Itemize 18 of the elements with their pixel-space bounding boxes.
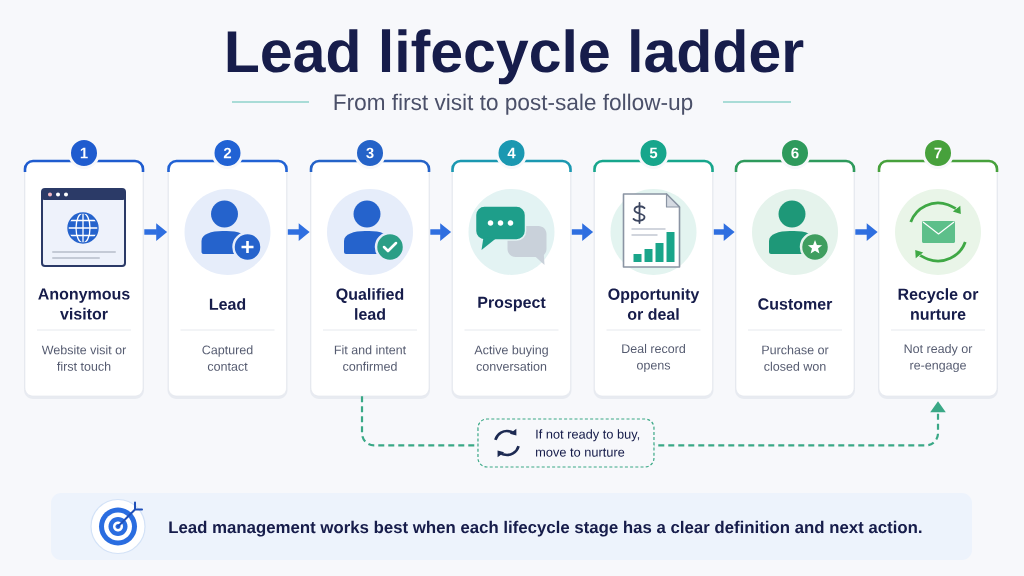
stage-title: Anonymous visitor — [38, 288, 130, 320]
stage-title: Recycle or nurture — [898, 288, 979, 320]
stage-title: Lead — [209, 298, 246, 310]
stage-title: Qualified lead — [336, 288, 404, 320]
title: Lead lifecycle ladder — [227, 29, 804, 85]
stage-description: Deal record opens — [622, 343, 685, 373]
edge-label: If not ready to buy, move to nurture — [477, 418, 655, 468]
stage-title: Opportunity or deal — [608, 288, 700, 320]
stage-description: Purchase or closed won — [762, 345, 829, 371]
stage-description: Captured contact — [202, 345, 253, 371]
stage-title: Customer — [758, 298, 833, 310]
stage-description: Not ready or re-engage — [904, 343, 973, 373]
stage-description: Active buying conversation — [474, 345, 548, 371]
subtitle: From first visit to post-sale follow-up — [334, 93, 693, 115]
note-text: Lead management works best when each lifecycle stage has a clear definition and next action. — [169, 520, 922, 537]
stage-description: Website visit or first touch — [41, 345, 127, 371]
stage-title: Prospect — [478, 296, 546, 312]
stage-description: Fit and intent confirmed — [334, 345, 407, 371]
